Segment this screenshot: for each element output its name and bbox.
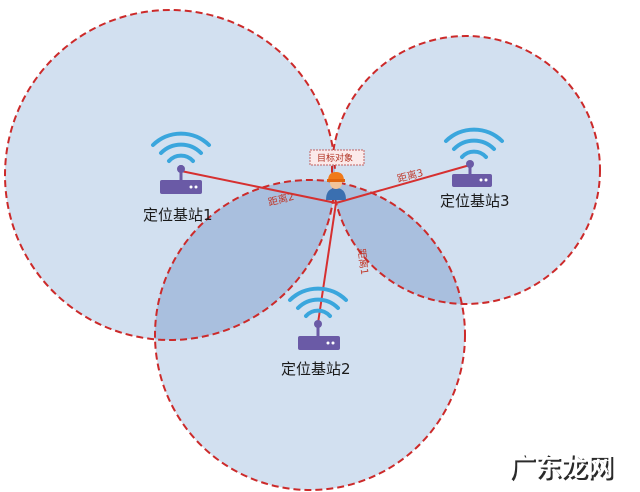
router-icon xyxy=(452,160,492,187)
boundary-3 xyxy=(331,35,601,305)
watermark: 广东龙网 广东龙网 xyxy=(509,452,615,485)
watermark-shadow: 广东龙网 xyxy=(511,454,615,485)
target-object: 目标对象 xyxy=(309,149,365,200)
watermark-text: 广东龙网 xyxy=(509,452,613,483)
target-label-box xyxy=(309,149,365,166)
distance-line-3 xyxy=(335,164,471,204)
boundary-2 xyxy=(154,179,466,491)
overlap-3-2 xyxy=(332,180,465,304)
wifi-icon xyxy=(151,131,211,163)
base-station-3: 定位基站3 xyxy=(440,127,510,210)
distance-line-1 xyxy=(180,170,337,204)
distance-lines xyxy=(180,164,471,324)
station-label-2: 定位基站2 xyxy=(281,360,351,378)
base-station-2: 定位基站2 xyxy=(281,286,351,378)
coverage-areas xyxy=(5,10,600,490)
distance-label-1: 距离1 xyxy=(355,248,372,276)
router-icon xyxy=(160,165,202,194)
base-station-1: 定位基站1 xyxy=(143,131,213,224)
worker-icon xyxy=(326,172,346,200)
distance-line-2 xyxy=(317,202,337,324)
wifi-icon xyxy=(288,286,348,318)
target-label: 目标对象 xyxy=(317,152,353,164)
station-label-3: 定位基站3 xyxy=(440,192,510,210)
station-label-1: 定位基站1 xyxy=(143,206,213,224)
router-icon xyxy=(298,320,340,350)
wifi-icon xyxy=(444,127,504,159)
